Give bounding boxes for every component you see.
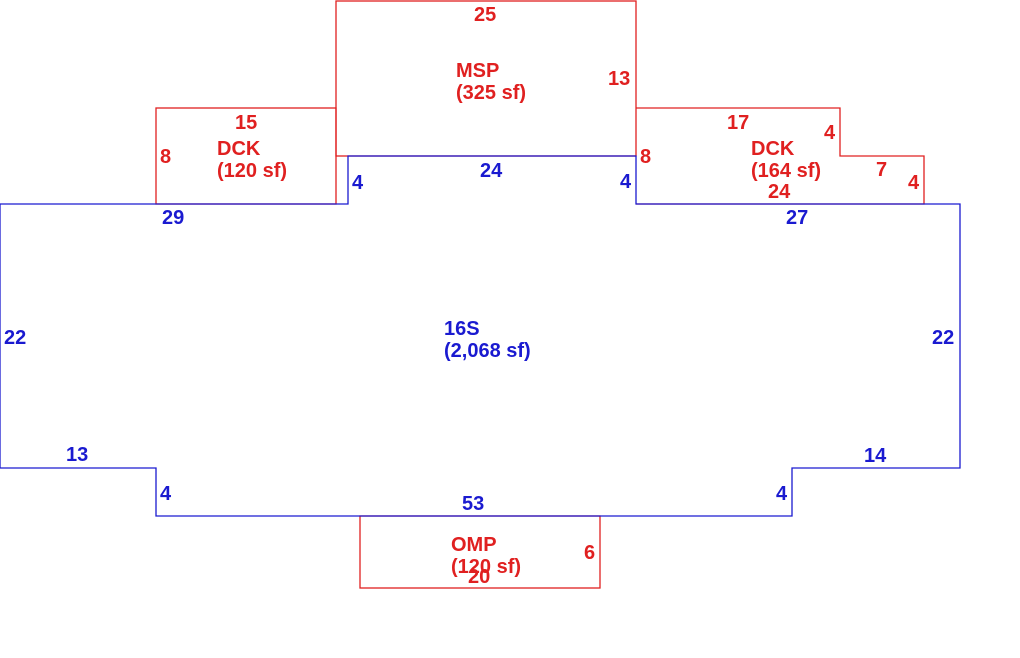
omp-label: OMP — [451, 534, 497, 556]
omp-size: (120 sf) — [451, 556, 521, 578]
dim-main-top-left: 29 — [162, 207, 184, 229]
dim-main-left: 22 — [4, 327, 26, 349]
dim-main-bottom: 53 — [462, 493, 484, 515]
deck-left-label: DCK — [217, 138, 261, 160]
deck-right-size: (164 sf) — [751, 160, 821, 182]
dim-main-step-right: 4 — [776, 483, 788, 505]
msp-size: (325 sf) — [456, 82, 526, 104]
dim-deck-right-right: 4 — [908, 172, 920, 194]
dim-main-step-left: 4 — [160, 483, 172, 505]
dim-msp-top: 25 — [474, 4, 496, 26]
dim-deck-left-top: 15 — [235, 112, 257, 134]
dim-main-right: 22 — [932, 327, 954, 349]
dim-main-top-right: 27 — [786, 207, 808, 229]
dim-main-top-recess: 24 — [480, 160, 503, 182]
dim-deck-right-left: 8 — [640, 146, 651, 168]
dim-omp-bottom: 20 — [468, 566, 490, 588]
main-area-size: (2,068 sf) — [444, 340, 531, 362]
dim-main-lower-left: 13 — [66, 444, 88, 466]
dim-deck-right-notch-v: 4 — [824, 122, 836, 144]
dim-deck-right-bottom: 24 — [768, 181, 791, 203]
dim-main-recess-right: 4 — [620, 171, 632, 193]
dim-deck-right-top: 17 — [727, 112, 749, 134]
dim-main-lower-right: 14 — [864, 445, 887, 467]
main-area-label: 16S — [444, 318, 480, 340]
dim-msp-right: 13 — [608, 68, 630, 90]
dim-deck-left-side: 8 — [160, 146, 171, 168]
msp-label: MSP — [456, 60, 499, 82]
main-area-outline — [0, 155, 961, 517]
dim-deck-right-notch-h: 7 — [876, 159, 887, 181]
dim-omp-right: 6 — [584, 542, 595, 564]
dim-main-recess-left: 4 — [352, 172, 364, 194]
deck-left-size: (120 sf) — [217, 160, 287, 182]
deck-right-label: DCK — [751, 138, 795, 160]
